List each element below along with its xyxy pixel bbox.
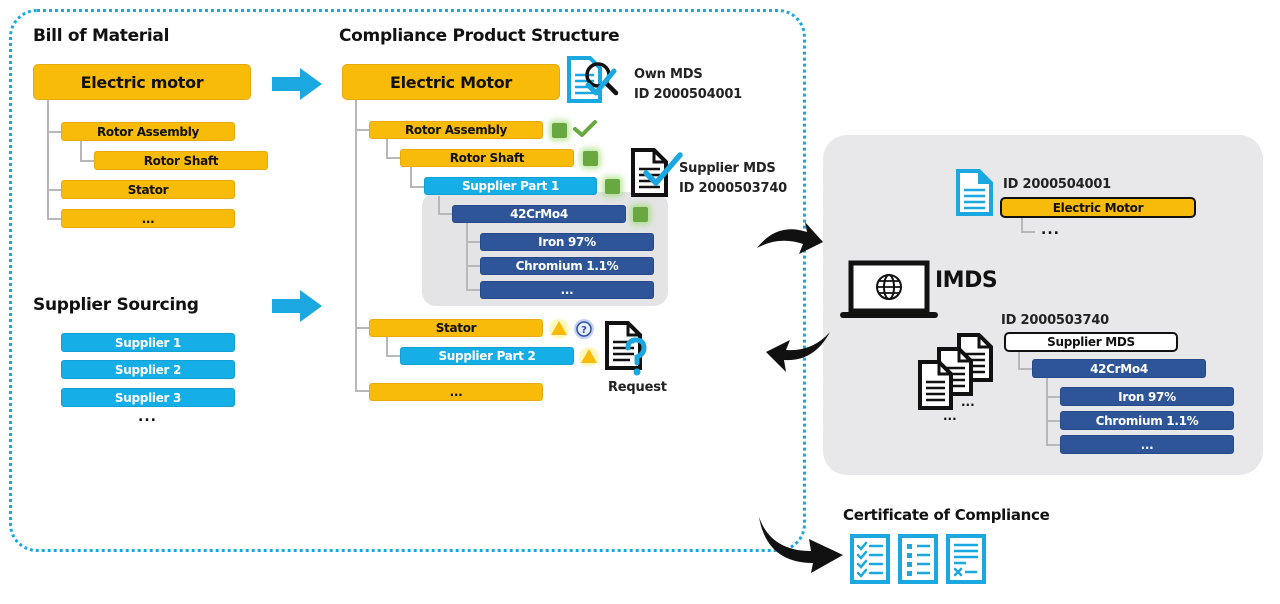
tree-line — [466, 223, 468, 290]
curved-arrow-down-right-icon — [757, 515, 845, 575]
curved-arrow-right-icon — [755, 220, 825, 265]
imds-substance-node[interactable]: Iron 97% — [1060, 387, 1234, 406]
list-document-icon — [898, 534, 938, 584]
bom-tree-line — [47, 100, 49, 220]
substance-node[interactable]: ... — [480, 281, 654, 299]
imds-substance-node[interactable]: Chromium 1.1% — [1060, 411, 1234, 430]
imds-own-more: ... — [1041, 222, 1060, 238]
bom-tree-branch — [47, 131, 61, 133]
tree-branch — [386, 157, 400, 159]
tree-branch — [466, 241, 480, 243]
compliance-title: Compliance Product Structure — [339, 26, 620, 46]
tree-line — [1018, 352, 1020, 370]
supplier-mds-id: ID 2000503740 — [679, 181, 788, 196]
compliance-node-more[interactable]: ... — [369, 383, 543, 401]
tree-branch — [355, 129, 369, 131]
tree-branch — [466, 289, 480, 291]
own-mds-id: ID 2000504001 — [634, 87, 743, 102]
warning-triangle-icon — [578, 346, 600, 366]
compliance-node-supplier-part-2[interactable]: Supplier Part 2 — [400, 347, 574, 365]
tree-branch — [1046, 444, 1060, 446]
tree-branch — [466, 265, 480, 267]
imds-substance-node[interactable]: ... — [1060, 435, 1234, 454]
status-compliant-indicator — [633, 207, 648, 222]
bom-tree-line-sub — [80, 141, 82, 161]
compliance-node-stator[interactable]: Stator — [369, 319, 543, 337]
bom-title: Bill of Material — [33, 26, 170, 46]
imds-own-id: ID 2000504001 — [1003, 177, 1112, 192]
tree-branch — [1046, 396, 1060, 398]
tree-branch — [386, 355, 400, 357]
svg-text:...: ... — [961, 395, 975, 409]
tree-branch — [1046, 420, 1060, 422]
supplier-more: ... — [138, 409, 157, 425]
internal-process-frame — [9, 9, 806, 552]
signature-document-icon — [946, 534, 986, 584]
substance-node[interactable]: Chromium 1.1% — [480, 257, 654, 275]
tree-branch — [355, 327, 369, 329]
imds-supplier-id: ID 2000503740 — [1001, 313, 1110, 328]
certificate-title: Certificate of Compliance — [843, 506, 1050, 524]
bom-node-rotor-assembly[interactable]: Rotor Assembly — [61, 122, 235, 141]
bom-root-node[interactable]: Electric motor — [33, 64, 251, 100]
compliance-root-node[interactable]: Electric Motor — [342, 64, 560, 100]
supplier-mds-label: Supplier MDS — [679, 161, 776, 176]
tree-line — [410, 167, 412, 187]
supplier-item-3[interactable]: Supplier 3 — [61, 388, 235, 407]
bom-node-rotor-shaft[interactable]: Rotor Shaft — [94, 151, 268, 170]
checkmark-icon — [572, 119, 598, 139]
tree-line — [1046, 378, 1048, 445]
bom-tree-branch — [47, 218, 61, 220]
compliance-node-supplier-part-1[interactable]: Supplier Part 1 — [424, 177, 597, 195]
curved-arrow-left-icon — [762, 330, 832, 380]
tree-line — [386, 337, 388, 357]
bom-node-stator[interactable]: Stator — [61, 180, 235, 199]
svg-text:?: ? — [581, 325, 587, 336]
tree-line — [438, 196, 440, 214]
imds-own-root-node[interactable]: Electric Motor — [1000, 197, 1196, 218]
tree-line — [1021, 218, 1023, 232]
tree-branch — [355, 390, 369, 392]
arrow-right-icon — [272, 290, 324, 322]
document-question-icon — [604, 320, 654, 380]
supplier-sourcing-title: Supplier Sourcing — [33, 295, 199, 315]
checklist-document-icon — [850, 534, 890, 584]
bom-tree-branch — [47, 189, 61, 191]
supplier-item-1[interactable]: Supplier 1 — [61, 333, 235, 352]
imds-supplier-root-node[interactable]: Supplier MDS — [1004, 332, 1178, 352]
tree-branch — [410, 186, 424, 188]
document-search-check-icon — [566, 55, 630, 105]
tree-branch — [438, 213, 452, 215]
laptop-globe-icon — [838, 260, 940, 320]
supplier-item-2[interactable]: Supplier 2 — [61, 360, 235, 379]
bom-node-more[interactable]: ... — [61, 209, 235, 228]
arrow-right-icon — [272, 68, 324, 100]
tree-line — [386, 139, 388, 159]
status-compliant-indicator — [583, 151, 598, 166]
document-stack-icon: ... ... — [917, 332, 997, 424]
question-icon: ? — [573, 318, 595, 340]
svg-text:...: ... — [943, 409, 957, 423]
request-label: Request — [608, 380, 667, 395]
document-check-icon — [630, 147, 686, 199]
tree-branch — [1021, 231, 1035, 233]
bom-tree-branch — [80, 160, 94, 162]
substance-node[interactable]: Iron 97% — [480, 233, 654, 251]
own-mds-label: Own MDS — [634, 67, 703, 82]
compliance-node-rotor-assembly[interactable]: Rotor Assembly — [369, 121, 543, 139]
status-compliant-indicator — [605, 179, 620, 194]
compliance-tree-line — [355, 100, 357, 392]
tree-branch — [1018, 368, 1032, 370]
compliance-node-rotor-shaft[interactable]: Rotor Shaft — [400, 149, 574, 167]
imds-material-node[interactable]: 42CrMo4 — [1032, 359, 1206, 378]
warning-triangle-icon — [548, 318, 570, 338]
imds-title: IMDS — [935, 268, 998, 293]
status-compliant-indicator — [552, 123, 567, 138]
compliance-node-material[interactable]: 42CrMo4 — [452, 205, 626, 223]
document-icon — [955, 168, 995, 218]
